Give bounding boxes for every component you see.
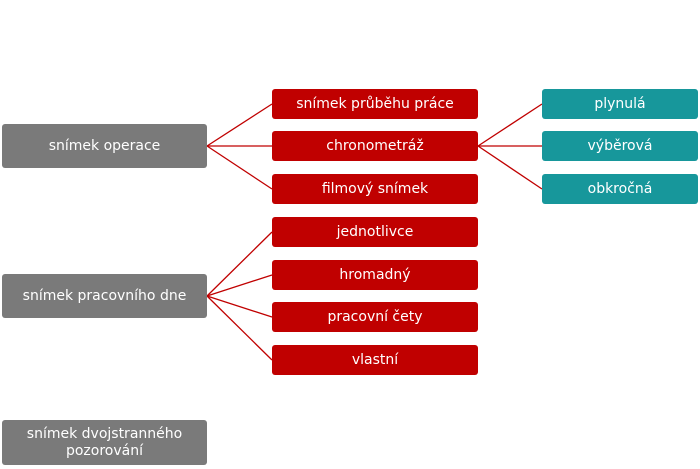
connector-den-vlastni <box>206 295 273 361</box>
node-vyberova: výběrová <box>542 131 698 161</box>
node-obkrocna: obkročná <box>542 174 698 204</box>
node-snimek-prubehu-prace: snímek průběhu práce <box>272 89 478 119</box>
connector-den-pracovni-cety <box>206 295 273 318</box>
connector-den-jednotlivce <box>206 231 273 297</box>
connector-den-hromadny <box>206 274 273 297</box>
node-snimek-operace: snímek operace <box>2 124 207 168</box>
node-plynula: plynulá <box>542 89 698 119</box>
node-snimek-dvojstranneho-pozorovani: snímek dvojstranného pozorování <box>2 420 207 465</box>
connector-chronometraz-obkrocna <box>477 145 543 190</box>
connector-operace-prubeh <box>206 103 273 147</box>
node-jednotlivce: jednotlivce <box>272 217 478 247</box>
node-snimek-pracovniho-dne: snímek pracovního dne <box>2 274 207 318</box>
node-chronometraz: chronometráž <box>272 131 478 161</box>
connector-operace-filmovy <box>206 145 273 190</box>
node-pracovni-cety: pracovní čety <box>272 302 478 332</box>
connector-chronometraz-plynula <box>477 103 543 147</box>
node-vlastni: vlastní <box>272 345 478 375</box>
node-hromadny: hromadný <box>272 260 478 290</box>
node-filmovy-snimek: filmový snímek <box>272 174 478 204</box>
